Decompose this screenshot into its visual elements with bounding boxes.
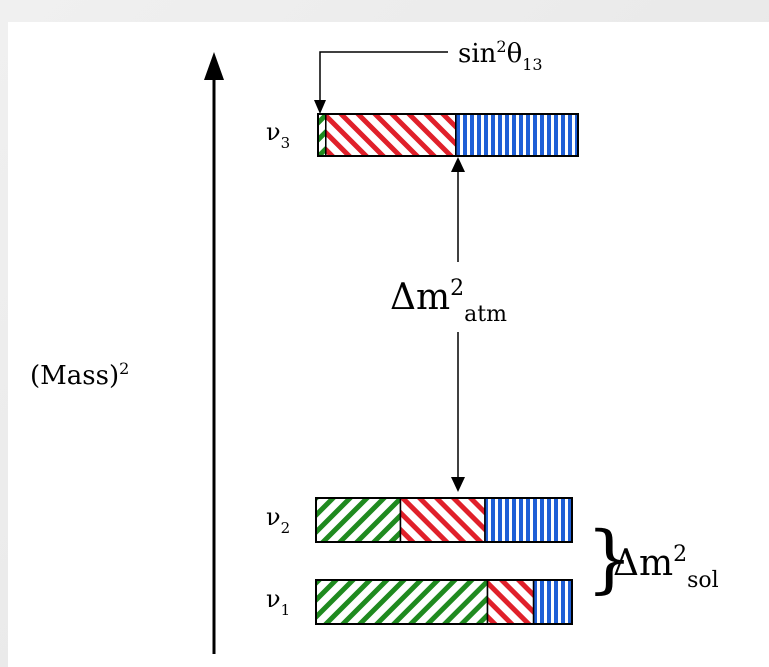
bar-outline <box>315 497 573 543</box>
state-label-nu2: ν2 <box>266 503 290 537</box>
flavor-segment-blue <box>532 579 573 625</box>
mass-axis <box>204 52 224 654</box>
flavor-segment-green <box>315 579 489 625</box>
axis-arrow-icon <box>204 52 224 80</box>
flavor-segment-green <box>317 113 327 157</box>
flavor-segment-red <box>399 497 486 543</box>
mass-state-bar-nu2 <box>315 497 573 543</box>
mixing-pointer <box>314 51 448 114</box>
arrow-down-icon <box>451 477 465 492</box>
arrow-up-icon <box>451 157 465 172</box>
bar-outline <box>315 579 573 625</box>
flavor-segment-blue <box>484 497 573 543</box>
state-label-nu3: ν3 <box>266 118 290 152</box>
state-label-nu1: ν1 <box>266 585 290 619</box>
mass-state-bar-nu1 <box>315 579 573 625</box>
bar-outline <box>317 113 579 157</box>
mass-state-bar-nu3 <box>317 113 579 157</box>
flavor-segment-green <box>315 497 402 543</box>
flavor-segment-red <box>486 579 535 625</box>
sol-brace: } <box>586 516 633 602</box>
mixing-angle-label: sin2θ13 <box>458 37 543 74</box>
flavor-segment-blue <box>455 113 579 157</box>
atm-splitting-label: Δm2atm <box>390 276 507 327</box>
atm-splitting-arrow <box>451 157 465 492</box>
neutrino-mass-hierarchy-diagram: (Mass)2 sin2θ13 ν3 ν2 ν1 <box>30 37 719 654</box>
axis-label: (Mass)2 <box>30 359 129 391</box>
diagram-panel: (Mass)2 sin2θ13 ν3 ν2 ν1 <box>8 22 769 667</box>
pointer-arrow-icon <box>314 100 326 114</box>
sol-splitting-label: Δm2sol <box>613 542 719 593</box>
flavor-segment-red <box>325 113 457 157</box>
